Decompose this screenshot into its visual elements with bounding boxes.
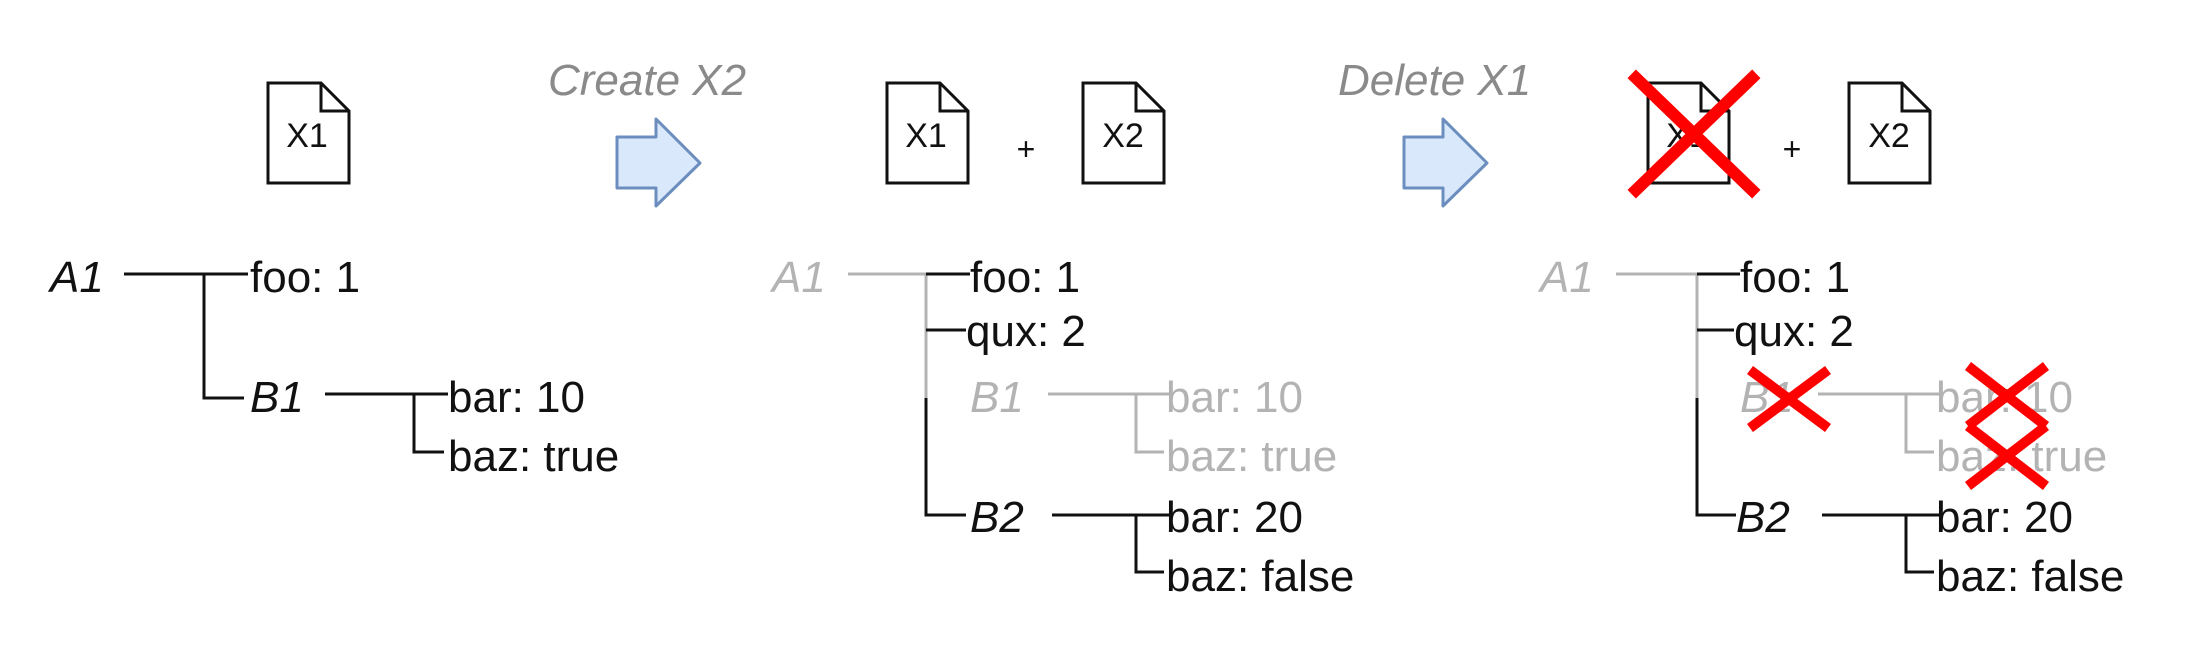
node-b1: B1 bbox=[250, 373, 304, 422]
node-b2-baz: baz: false bbox=[1166, 552, 1354, 601]
node-foo: foo: 1 bbox=[250, 253, 360, 302]
node-b2: B2 bbox=[970, 493, 1024, 542]
node-b2-baz: baz: false bbox=[1936, 552, 2124, 601]
node-foo: foo: 1 bbox=[970, 253, 1080, 302]
file-x1-icon: X1 bbox=[885, 81, 970, 185]
file-label-x2: X2 bbox=[1102, 117, 1144, 155]
file-x1-icon: X1 bbox=[266, 81, 351, 185]
node-foo: foo: 1 bbox=[1740, 253, 1850, 302]
node-qux: qux: 2 bbox=[966, 307, 1086, 356]
node-b1-baz: baz: true bbox=[1166, 432, 1337, 481]
tree-connectors-active bbox=[924, 272, 1172, 574]
panel-1: X1 A1 foo: 1 B1 bar: 10 baz: true bbox=[47, 81, 619, 481]
node-b1: B1 bbox=[970, 373, 1024, 422]
node-a1: A1 bbox=[47, 253, 104, 302]
file-x2-icon: X2 bbox=[1847, 81, 1932, 185]
tree-connectors-active bbox=[1695, 272, 1940, 574]
node-b2: B2 bbox=[1736, 493, 1790, 542]
node-qux: qux: 2 bbox=[1734, 307, 1854, 356]
plus-sign: + bbox=[1017, 131, 1036, 167]
file-label-x1: X1 bbox=[905, 117, 947, 155]
plus-sign: + bbox=[1783, 131, 1802, 167]
node-baz: baz: true bbox=[448, 432, 619, 481]
node-a1: A1 bbox=[1537, 253, 1594, 302]
tree-connectors bbox=[124, 272, 448, 454]
step-label-delete: Delete X1 bbox=[1338, 56, 1531, 105]
node-bar: bar: 10 bbox=[448, 373, 585, 422]
node-b1-bar: bar: 10 bbox=[1166, 373, 1303, 422]
panel-2: X1 + X2 A1 foo: 1 qux: 2 B1 bar: 10 baz:… bbox=[769, 81, 1354, 601]
file-x2-icon: X2 bbox=[1081, 81, 1166, 185]
node-a1: A1 bbox=[769, 253, 826, 302]
step-label-create: Create X2 bbox=[548, 56, 746, 105]
step-delete: Delete X1 bbox=[1338, 56, 1531, 208]
delete-baz-x-icon bbox=[1964, 422, 2050, 490]
file-label-x2: X2 bbox=[1868, 117, 1910, 155]
step-create: Create X2 bbox=[548, 56, 746, 208]
delete-b1-x-icon bbox=[1747, 365, 1831, 433]
tree-connectors-inactive bbox=[1616, 272, 1940, 454]
delete-x-icon bbox=[1627, 69, 1761, 199]
panel-3: X1 + X2 A1 foo: 1 qux: 2 B1 bar: bbox=[1537, 69, 2124, 601]
arrow-right-icon bbox=[1402, 117, 1489, 208]
node-b2-bar: bar: 20 bbox=[1936, 493, 2073, 542]
node-b2-bar: bar: 20 bbox=[1166, 493, 1303, 542]
delete-bar-x-icon bbox=[1964, 362, 2050, 430]
file-label-x1: X1 bbox=[286, 117, 328, 155]
arrow-right-icon bbox=[615, 117, 702, 208]
